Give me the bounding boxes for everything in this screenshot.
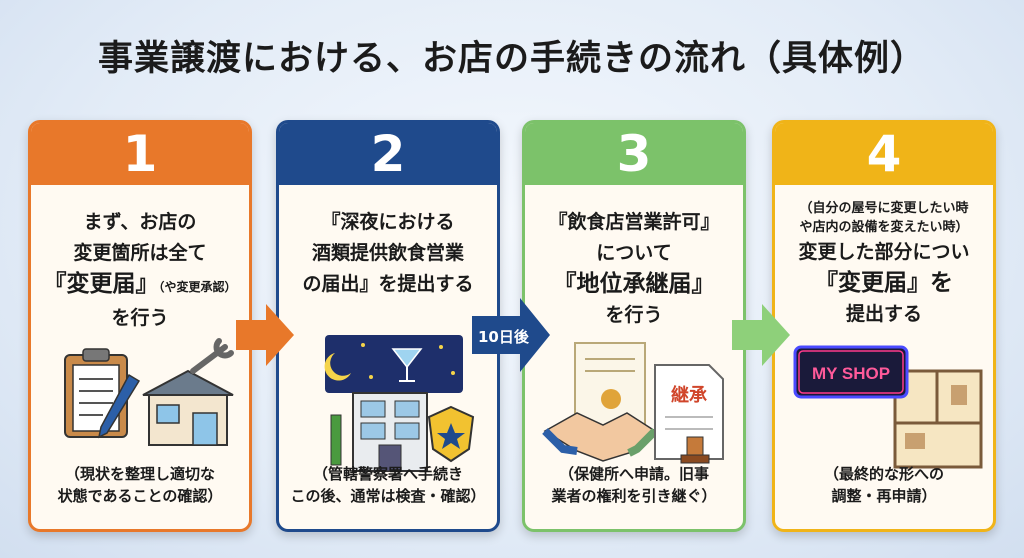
step-1-line-1: まず、お店の: [83, 211, 197, 233]
night-sky: [325, 335, 463, 393]
step-4-description: （自分の屋号に変更したい時 や店内の設備を変えたい時） 変更した部分につい 『変…: [783, 199, 985, 330]
clipboard-house-illustration: [64, 338, 234, 446]
step-card-1: 1 まず、お店の 変更箇所は全て 『変更届』（や変更承認） を行う: [28, 120, 252, 532]
wrench-icon: [190, 338, 234, 374]
handshake-document-illustration: 継承: [542, 342, 724, 464]
cocktail-glass-icon: [391, 348, 423, 382]
neon-shop-sign-icon: MY SHOP: [793, 345, 909, 399]
step-number-3: 3: [525, 123, 743, 185]
step-3-note: （保健所へ申請。旧事 業者の権利を引き継ぐ）: [551, 465, 717, 505]
step-4-sub-1: （自分の屋号に変更したい時: [799, 201, 969, 216]
arrow-3-to-4: [732, 304, 790, 366]
star-icon: [361, 343, 455, 379]
step-1-line-4: を行う: [111, 307, 169, 329]
document-icon: 継承: [654, 364, 724, 460]
step-2-line-2: 酒類提供飲食営業: [311, 242, 464, 264]
step-3-line-2: について: [596, 242, 672, 264]
arrow-2-to-3: [472, 298, 550, 372]
step-1-form-alt: （や変更承認）: [158, 280, 237, 294]
neon-sign-text: MY SHOP: [812, 364, 890, 383]
page-title: 事業譲渡における、お店の手続きの流れ（具体例）: [97, 39, 926, 79]
step-4-note: （最終的な形への 調整・再申請）: [823, 465, 944, 505]
house-icon: [142, 369, 234, 446]
step-3-description: 『飲食店営業許可』 について 『地位承継届』 を行う: [533, 207, 735, 331]
stamp-icon: [680, 436, 710, 464]
shop-sign-floorplan-illustration: MY SHOP: [793, 345, 983, 469]
step-3-line-1: 『飲食店営業許可』: [548, 211, 720, 233]
arrow-label-10-days: 10日後: [478, 328, 529, 346]
arrow-1-to-2: [236, 304, 294, 366]
step-number-4: 4: [775, 123, 993, 185]
police-badge-icon: [427, 405, 475, 463]
step-3-line-4: を行う: [605, 304, 663, 326]
step-4-line-3: 提出する: [845, 303, 922, 325]
floor-plan-icon: [893, 369, 983, 469]
step-1-description: まず、お店の 変更箇所は全て 『変更届』（や変更承認） を行う: [39, 207, 241, 334]
pen-icon: [97, 373, 141, 439]
step-card-4: 4 （自分の屋号に変更したい時 や店内の設備を変えたい時） 変更した部分につい …: [772, 120, 996, 532]
step-2-line-3: の届出』を提出する: [302, 273, 474, 295]
step-card-3: 3 『飲食店営業許可』 について 『地位承継届』 を行う 継承: [522, 120, 746, 532]
step-4-form-name: 『変更届』を: [815, 270, 953, 296]
step-number-2: 2: [279, 123, 497, 185]
step-1-form-name: 『変更届』: [43, 271, 159, 297]
step-card-2: 2 『深夜における 酒類提供飲食営業 の届出』を提出する: [276, 120, 500, 532]
step-4-line-1: 変更した部分につい: [798, 241, 970, 263]
step-3-form-name: 『地位承継届』: [553, 271, 715, 297]
step-1-line-2: 変更箇所は全て: [73, 242, 207, 264]
night-bar-illustration: [324, 335, 475, 472]
building-icon: [352, 392, 428, 472]
step-2-note: （管轄警察署へ手続き この後、通常は検査・確認）: [290, 465, 486, 505]
step-4-sub-2: や店内の設備を変えたい時）: [799, 220, 969, 235]
step-2-description: 『深夜における 酒類提供飲食営業 の届出』を提出する: [287, 207, 489, 300]
clipboard-icon: [64, 348, 128, 438]
document-stamp-text: 継承: [671, 384, 708, 406]
tree-icon: [330, 414, 342, 466]
step-1-note: （現状を整理し適切な 状態であることの確認）: [57, 465, 223, 505]
step-2-line-1: 『深夜における: [321, 211, 455, 233]
moon-icon: [324, 353, 351, 381]
step-number-1: 1: [31, 123, 249, 185]
